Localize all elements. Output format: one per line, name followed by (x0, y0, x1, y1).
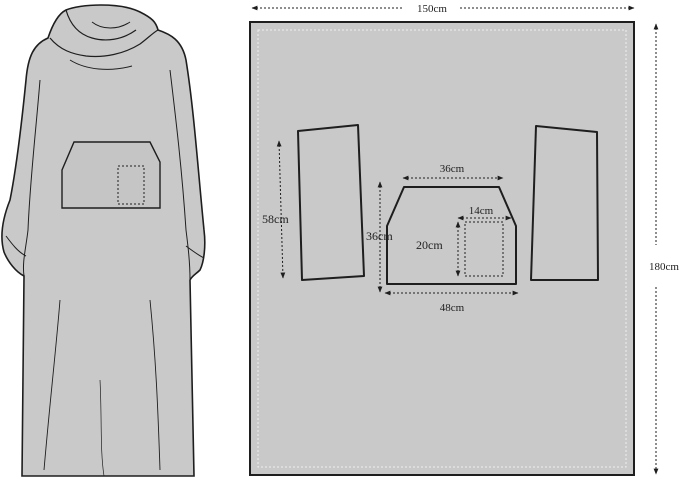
blanket-stitch-border (257, 29, 627, 468)
pocket-top-width-label: 36cm (440, 163, 465, 175)
inner-pocket-dotted (117, 165, 145, 205)
pocket-bottom-width-label: 48cm (440, 302, 465, 314)
collar-fold (49, 29, 159, 58)
sleeve-length-label: 58cm (262, 212, 289, 226)
collar-fold (65, 9, 137, 41)
fold-line (99, 379, 105, 477)
fold-line (43, 299, 61, 471)
right-sleeve-piece (530, 125, 599, 281)
front-pocket (61, 141, 161, 209)
sleeve-dimension-arrow (276, 140, 286, 279)
left-sleeve-piece (297, 124, 365, 281)
blanket-width-label: 150cm (417, 3, 447, 15)
blanket-height-label: 180cm (649, 261, 679, 273)
cuff-line (5, 235, 27, 257)
fold-line (149, 299, 161, 471)
sleeve-seam (23, 79, 41, 277)
collar-fold (91, 21, 131, 29)
collar-fold (69, 59, 133, 70)
flat-layout: 150cm 180cm 58cm 36cm 36cm 48cm 14cm 20c… (249, 3, 679, 476)
inner-pocket-width-label: 14cm (469, 205, 494, 217)
inner-pocket-height-label: 20cm (416, 238, 443, 252)
wearable-blanket-illustration (1, 4, 206, 477)
pocket-piece (386, 186, 517, 285)
inner-pocket (464, 221, 504, 277)
sleeve-seam (169, 69, 191, 281)
cuff-line (185, 245, 205, 259)
pocket-height-label: 36cm (366, 229, 393, 243)
blanket-body-outline (1, 4, 206, 477)
